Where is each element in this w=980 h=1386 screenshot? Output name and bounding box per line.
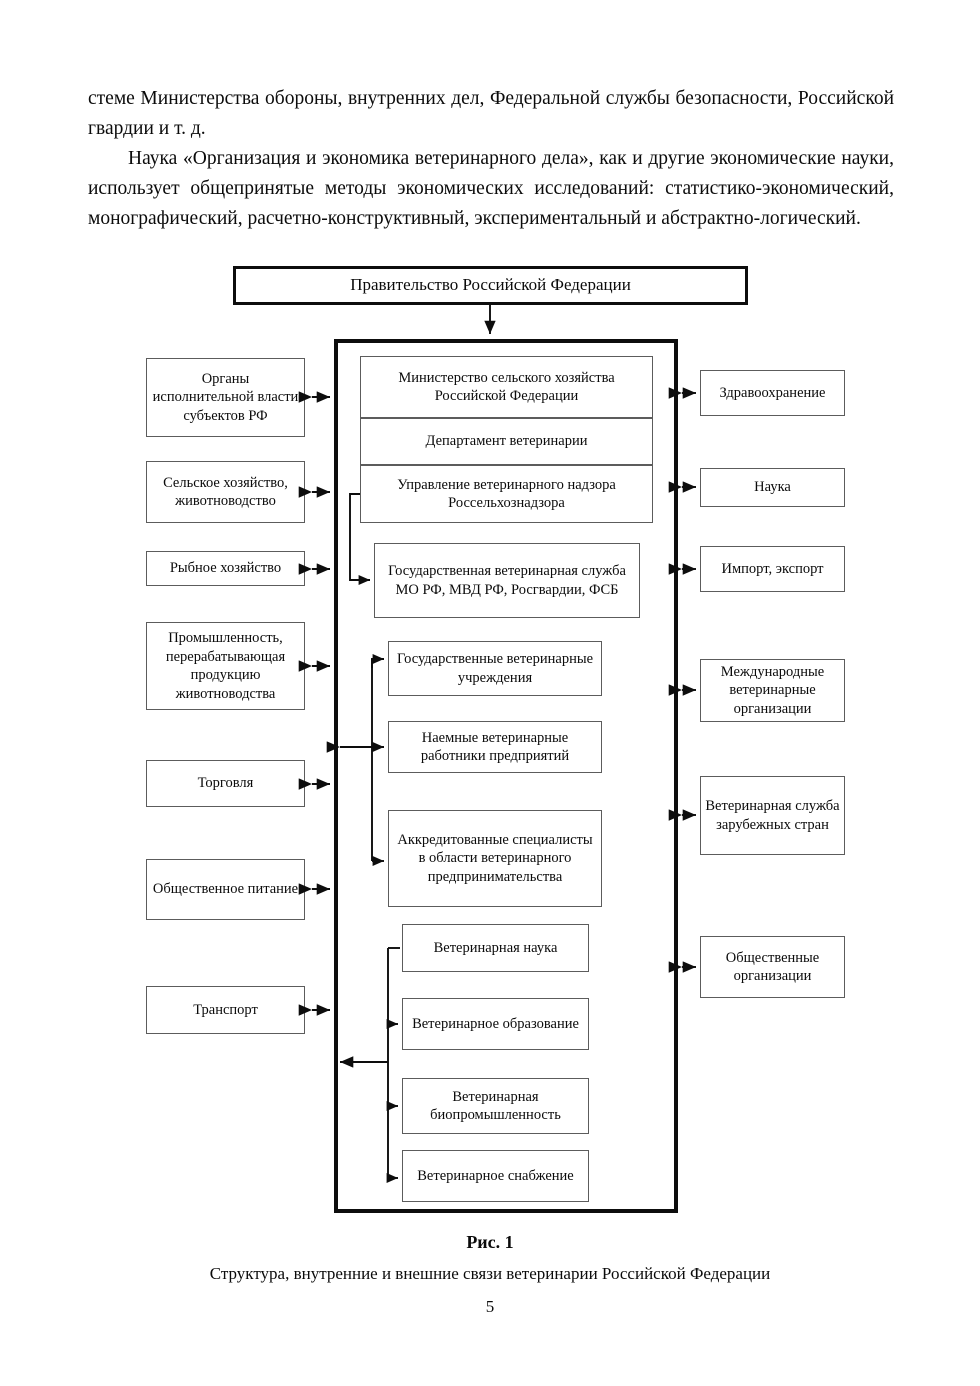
body-text: стеме Министерства обороны, внутренних д… [88,84,894,234]
box-accredited-specialists: Аккредитованные специалисты в области ве… [388,810,602,907]
box-science: Наука [700,468,845,507]
box-department-veterinary: Департамент ветеринарии [360,418,653,465]
box-veterinary-supply: Ветеринарное снабжение [402,1150,589,1202]
box-fishery: Рыбное хозяйство [146,551,305,586]
box-veterinary-science: Ветеринарная наука [402,924,589,972]
box-foreign-vet-service: Ветеринарная служба зарубежных стран [700,776,845,855]
paragraph-continuation: стеме Министерства обороны, внутренних д… [88,88,894,139]
figure-number: Рис. 1 [466,1232,514,1252]
paragraph-methods: Наука «Организация и экономика ветеринар… [88,148,894,229]
box-ministry-agriculture: Министерство сельского хозяйства Российс… [360,356,653,418]
box-international-organizations: Международные ветеринарные организации [700,659,845,722]
box-veterinary-supervision: Управление ветеринарного надзора Россель… [360,465,653,523]
box-state-vet-institutions: Государственные ветеринарные учреждения [388,641,602,696]
box-state-vet-service-ministries: Государственная ветеринарная служба МО Р… [374,543,640,618]
box-executive-authorities: Органы исполнительной власти субъектов Р… [146,358,305,437]
box-public-organizations: Общественные организации [700,936,845,998]
box-import-export: Импорт, экспорт [700,546,845,592]
box-veterinary-bioindustry: Ветеринарная биопромышленность [402,1078,589,1134]
system-boundary-frame [334,339,678,1213]
box-hired-vet-workers: Наемные ветеринарные работники предприят… [388,721,602,773]
figure-caption: Структура, внутренние и внешние связи ве… [209,1264,771,1283]
box-veterinary-education: Ветеринарное образование [402,998,589,1050]
box-processing-industry: Промышленность, перерабатывающая продукц… [146,622,305,710]
box-government-rf: Правительство Российской Федерации [233,266,748,305]
page-number: 5 [485,1297,495,1316]
box-transport: Транспорт [146,986,305,1034]
box-healthcare: Здравоохранение [700,370,845,416]
box-agriculture-livestock: Сельское хозяйство, животноводство [146,461,305,523]
